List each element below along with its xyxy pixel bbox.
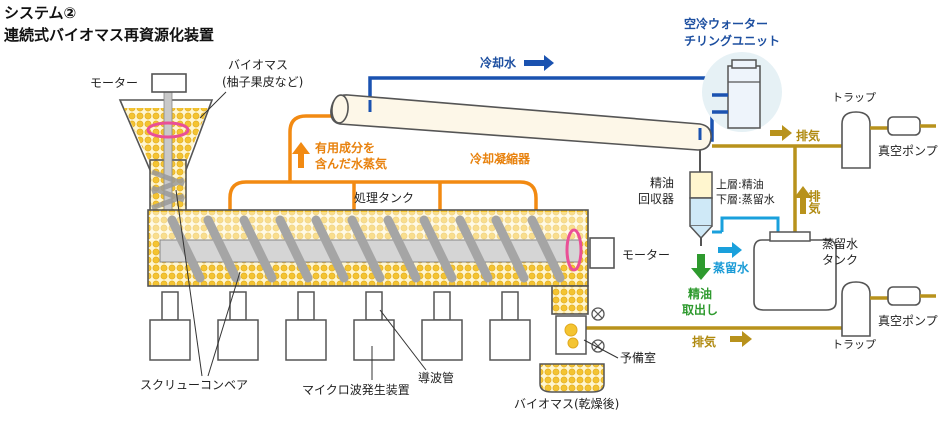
lower-layer-label: 下層:蒸留水 (716, 193, 775, 206)
trap-label-bottom: トラップ (832, 338, 876, 351)
diagram-title: システム② (4, 4, 76, 22)
distilled-tank-label-line2: タンク (822, 253, 858, 267)
dried-biomass-label: バイオマス(乾燥後) (514, 397, 619, 411)
distilled-water-line (720, 216, 780, 233)
spare-room (555, 307, 605, 355)
vapor-label-line2: 含んだ水蒸気 (315, 156, 387, 171)
screw-rotation-arrow (565, 228, 583, 272)
distilled-water-label: 蒸留水 (713, 260, 750, 275)
conveyor-label: スクリューコンベア (140, 378, 248, 392)
exhaust-lines (573, 144, 842, 330)
steam-collection-pipes (228, 114, 538, 212)
oil-out-arrow (691, 254, 711, 280)
oil-recovery-vessel (689, 150, 722, 246)
feed-rotation-arrow (146, 121, 190, 139)
screw-motor (589, 237, 615, 269)
oil-recovery-label-line1: 精油 (650, 176, 674, 190)
cooling-water-label: 冷却水 (480, 55, 517, 70)
vapor-up-arrow (292, 142, 310, 168)
chiller-label-line1: 空冷ウォーター (684, 16, 768, 31)
chiller-label-line2: チリングユニット (684, 33, 780, 48)
vacuum-pump-bottom (887, 286, 936, 306)
dried-biomass-bowl (539, 363, 605, 393)
upper-layer-label: 上層:精油 (716, 177, 764, 191)
oil-out-label-line2: 取出し (682, 302, 718, 317)
condenser-label: 冷却凝縮器 (470, 151, 531, 166)
trap-label-top: トラップ (832, 91, 876, 104)
screw-conveyor (167, 215, 565, 283)
oil-out-label-line1: 精油 (688, 286, 712, 301)
exhaust-label-vertical: 排気 (807, 189, 821, 215)
motor-right-label: モーター (622, 248, 670, 262)
distilled-tank-label-line1: 蒸留水 (822, 237, 858, 251)
exhaust-label-top: 排気 (796, 128, 820, 143)
vacuum-pump-top (887, 116, 936, 136)
waveguide-label: 導波管 (418, 370, 454, 385)
motor-top-label: モーター (90, 76, 138, 90)
exhaust-arrow-bottom (730, 331, 752, 347)
pump-label-bottom: 真空ポンプ (878, 314, 938, 328)
biomass-label-line2: (柚子果皮など) (222, 74, 303, 89)
oil-recovery-label-line2: 回収器 (638, 192, 674, 206)
exhaust-arrow-vertical (794, 186, 812, 214)
biomass-leader (199, 91, 227, 119)
tank-label: 処理タンク (354, 191, 414, 205)
hopper (118, 89, 214, 213)
cooling-water-arrow (524, 55, 554, 71)
biomass-label-line1: バイオマス (228, 58, 288, 72)
diagram-subtitle: 連続式バイオマス再資源化装置 (4, 26, 214, 44)
leader-lines (175, 189, 427, 380)
microwave-label: マイクロ波発生装置 (302, 383, 410, 397)
spare-room-leader (583, 339, 619, 359)
chiller-unit (702, 52, 782, 132)
microwave-units (149, 291, 531, 361)
feed-motor (151, 73, 187, 93)
exhaust-label-bottom: 排気 (692, 334, 716, 349)
distilled-water-tank (753, 231, 837, 311)
pump-label-top: 真空ポンプ (878, 144, 938, 158)
spare-room-label: 予備室 (620, 350, 656, 365)
distilled-water-arrow (718, 242, 742, 258)
trap-top (841, 111, 888, 169)
exhaust-arrow-top (770, 125, 792, 141)
vapor-label-line1: 有用成分を (315, 140, 375, 155)
condenser (330, 94, 712, 151)
trap-bottom (841, 281, 888, 337)
